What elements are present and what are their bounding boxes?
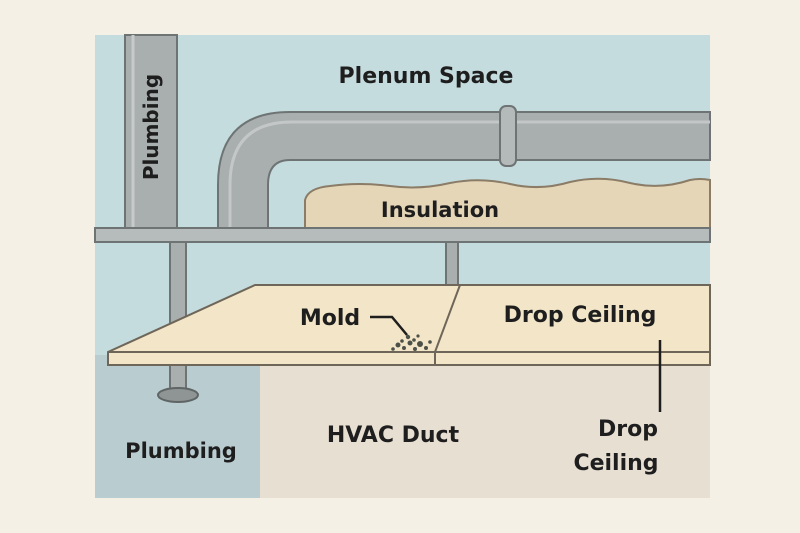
mold-label: Mold xyxy=(300,306,360,331)
vertical-plumbing-label: Plumbing xyxy=(139,74,163,180)
drop-ceiling-callout-label-line2: Ceiling xyxy=(573,451,658,476)
elbow-pipe-highlight xyxy=(228,120,710,230)
plenum-space-label: Plenum Space xyxy=(339,64,514,89)
drop-ceiling-panel-label: Drop Ceiling xyxy=(504,303,657,328)
mold-spots xyxy=(391,334,432,351)
mold-leader-line xyxy=(370,315,408,336)
hvac-duct-label: HVAC Duct xyxy=(327,423,460,448)
drain-pipe-cap xyxy=(157,387,199,403)
elbow-pipe xyxy=(217,111,711,231)
insulation-label: Insulation xyxy=(381,198,499,222)
drop-ceiling-callout-label-line1: Drop xyxy=(598,417,658,442)
support-rail xyxy=(94,227,711,243)
ceiling-panel-right xyxy=(434,284,711,366)
insulation-batt xyxy=(304,177,711,231)
plumbing-bottom-label: Plumbing xyxy=(125,439,237,463)
pipe-coupling xyxy=(499,105,517,167)
